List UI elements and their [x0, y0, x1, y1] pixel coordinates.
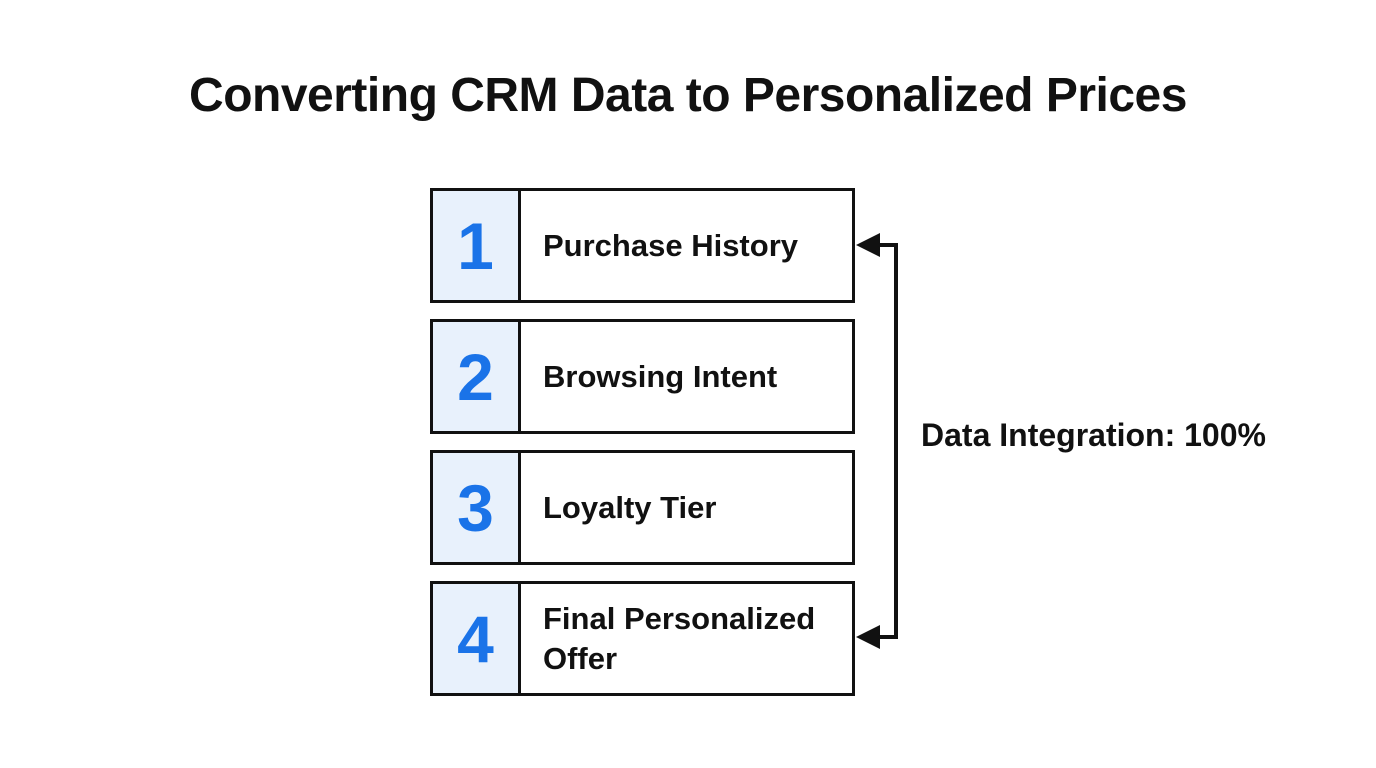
arrow-bracket-line [872, 243, 898, 639]
step-label: Browsing Intent [543, 358, 778, 394]
step-label: Purchase History [543, 227, 798, 263]
step-number: 1 [433, 191, 521, 300]
step-box: 4 Final Personalized Offer [430, 581, 855, 696]
arrowhead-top-icon [856, 233, 880, 257]
step-box: 2 Browsing Intent [430, 319, 855, 434]
step-number: 2 [433, 322, 521, 431]
step-number: 4 [433, 584, 521, 693]
data-integration-label: Data Integration: 100% [921, 417, 1266, 453]
step-box: 1 Purchase History [430, 188, 855, 303]
page-title: Converting CRM Data to Personalized Pric… [189, 69, 1187, 122]
step-label: Final Personalized Offer [543, 601, 816, 676]
step-label: Loyalty Tier [543, 489, 717, 525]
step-box: 3 Loyalty Tier [430, 450, 855, 565]
step-number: 3 [433, 453, 521, 562]
steps-stack: 1 Purchase History 2 Browsing Intent 3 L… [430, 188, 855, 712]
arrowhead-bottom-icon [856, 625, 880, 649]
